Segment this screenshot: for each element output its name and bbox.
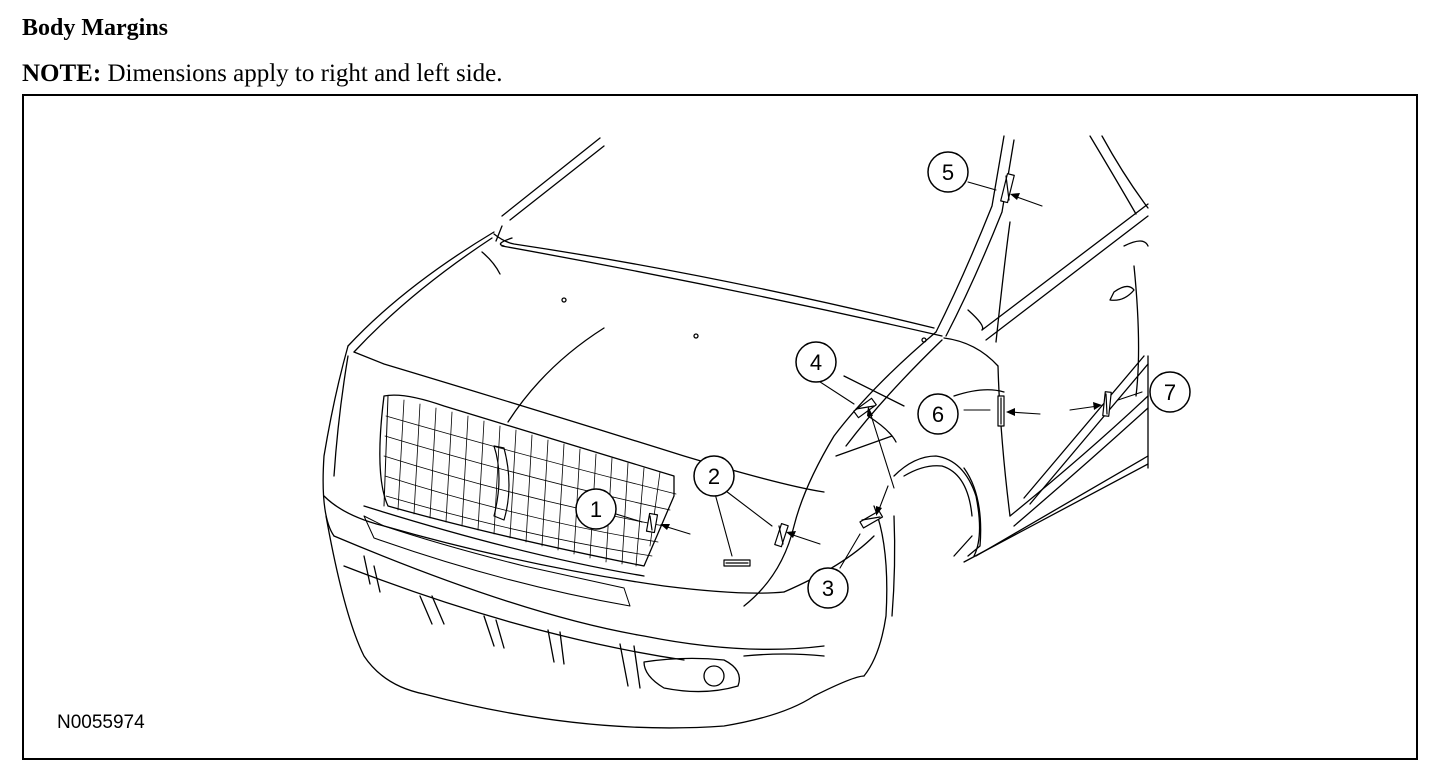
front-door <box>981 135 1149 527</box>
leader-lines <box>615 181 1143 569</box>
note-label: NOTE: <box>22 60 102 87</box>
callout-label: 5 <box>942 160 954 185</box>
callout-label: 7 <box>1164 380 1176 405</box>
callout-circle <box>807 567 849 609</box>
callout-circle <box>927 151 969 193</box>
callout-circle <box>795 341 837 383</box>
callout-label: 3 <box>822 576 834 601</box>
front-bumper <box>322 345 875 729</box>
callout-circle <box>693 455 735 497</box>
gap-markers <box>645 173 1112 567</box>
callout-circle <box>917 393 959 435</box>
callout-circle <box>1149 371 1191 413</box>
vehicle-line-drawing: 1 2 3 4 5 6 7 <box>322 135 1191 729</box>
callout-label: 2 <box>708 464 720 489</box>
figure-id: N0055974 <box>57 712 145 733</box>
callout-label: 4 <box>810 350 822 375</box>
note-text: Dimensions apply to right and left side. <box>107 60 503 87</box>
section-title: Body Margins <box>22 15 169 41</box>
note-line: NOTE: Dimensions apply to right and left… <box>22 58 503 90</box>
callout-circle <box>575 488 617 530</box>
callouts: 1 2 3 4 5 6 7 <box>575 151 1191 609</box>
rocker-panel <box>963 355 1149 563</box>
hood-outline <box>347 231 943 423</box>
callout-label: 6 <box>932 402 944 427</box>
front-fender <box>743 331 1005 677</box>
windshield-lines <box>495 137 605 247</box>
body-margins-figure: 1 2 3 4 5 6 7 N0055974 <box>22 94 1418 760</box>
callout-label: 1 <box>590 497 602 522</box>
dimension-arrows <box>660 193 1102 545</box>
grille <box>379 394 677 567</box>
